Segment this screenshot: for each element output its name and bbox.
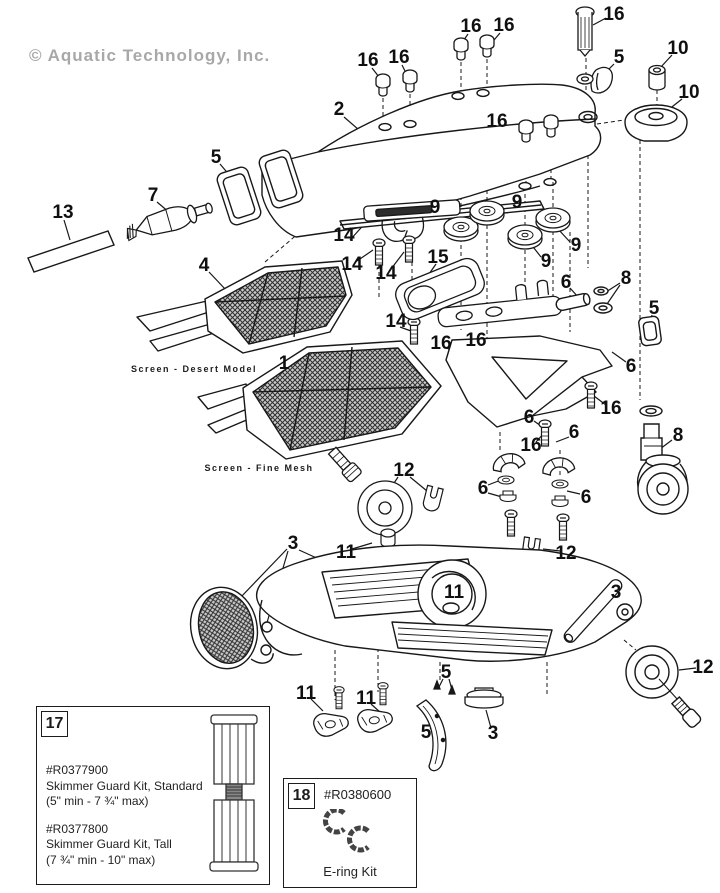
callout-5: 5: [440, 662, 452, 683]
hose-fitting-part-7: [126, 202, 213, 242]
callout-10: 10: [667, 38, 689, 59]
kit-18-caption: E-ring Kit: [323, 864, 377, 879]
callout-3: 3: [610, 582, 622, 603]
callout-4: 4: [198, 255, 210, 276]
callout-5: 5: [613, 47, 625, 68]
triangle-frame-6: [445, 286, 662, 447]
callout-6: 6: [477, 478, 489, 499]
callout-3: 3: [487, 723, 499, 744]
rear-wheel-12: [625, 645, 702, 728]
callout-13: 13: [52, 202, 74, 223]
kit-17-number: 17: [41, 711, 68, 737]
callout-16: 16: [430, 333, 452, 354]
callout-16: 16: [357, 50, 379, 71]
callout-11: 11: [355, 688, 377, 709]
kit-17-range-2: (7 ¾" min - 10" max): [46, 852, 156, 867]
kit-18-number: 18: [288, 783, 315, 809]
kit-17-part-number-1: #R0377900: [46, 763, 109, 777]
callout-8: 8: [620, 268, 632, 289]
callout-11: 11: [443, 582, 465, 603]
callout-6: 6: [580, 487, 592, 508]
kit-box-18: 18 #R0380600 E-ring Kit: [283, 778, 417, 888]
screen-4-desert: [136, 260, 353, 354]
lower-body-3: [189, 544, 642, 670]
callout-14: 14: [333, 225, 355, 246]
e-ring-drawing: [323, 809, 370, 853]
callout-16: 16: [520, 435, 542, 456]
callout-11: 11: [295, 683, 317, 704]
caster-wheel-8: [636, 405, 689, 515]
callout-16: 16: [460, 16, 482, 37]
arm-bracket-6: [437, 279, 563, 373]
kit-box-17: 17 #R0377900 Skimmer Guard Kit, Standard…: [36, 706, 270, 885]
kit-17-name-1: Skimmer Guard Kit, Standard: [46, 778, 203, 793]
kit-17-range-1: (5" min - 7 ¾" max): [46, 794, 149, 809]
callout-8: 8: [672, 425, 684, 446]
kit-17-text: #R0377900 Skimmer Guard Kit, Standard (5…: [46, 763, 203, 869]
kit-17-part-number-2: #R0377800: [46, 821, 109, 836]
callout-6: 6: [568, 422, 580, 443]
callout-12: 12: [692, 657, 714, 678]
callout-9: 9: [540, 251, 552, 272]
wheel-disc-10: [624, 104, 688, 142]
callout-16: 16: [600, 398, 622, 419]
callout-16: 16: [493, 15, 515, 36]
latch-assembly-14: [363, 199, 461, 345]
pivot-hardware-6: [492, 453, 576, 541]
callout-6: 6: [523, 407, 535, 428]
callout-14: 14: [385, 311, 407, 332]
callout-10: 10: [678, 82, 700, 103]
rod-part-13: [27, 230, 115, 273]
callout-5: 5: [420, 722, 432, 743]
caption-screen-desert: Screen - Desert Model: [130, 364, 258, 374]
callout-16: 16: [465, 330, 487, 351]
bushing-10: [648, 64, 666, 91]
axle-rod-3: [563, 579, 623, 643]
callout-14: 14: [375, 263, 397, 284]
callout-16: 16: [486, 111, 508, 132]
callout-1: 1: [278, 353, 290, 374]
float-tray-15: [395, 257, 485, 321]
screen-1-fine-mesh: [197, 340, 442, 460]
callout-16: 16: [388, 47, 410, 68]
callout-16: 16: [603, 4, 625, 25]
callout-2: 2: [333, 99, 345, 120]
kit-17-name-2: Skimmer Guard Kit, Tall: [46, 837, 172, 852]
callout-9: 9: [429, 197, 441, 218]
callout-7: 7: [147, 185, 159, 206]
pulley-group-12: [327, 446, 541, 564]
callout-3: 3: [287, 533, 299, 554]
callout-12: 12: [393, 460, 415, 481]
callout-9: 9: [570, 235, 582, 256]
callout-5: 5: [648, 298, 660, 319]
callout-15: 15: [427, 247, 449, 268]
caption-screen-fine: Screen - Fine Mesh: [204, 463, 314, 473]
skimmer-guard-drawing: [209, 714, 259, 872]
watermark: © Aquatic Technology, Inc.: [29, 46, 271, 65]
callout-6: 6: [560, 272, 572, 293]
snout-gaskets-part-5: [216, 149, 304, 226]
callout-9: 9: [511, 192, 523, 213]
bottom-hardware: [311, 679, 504, 772]
callout-6: 6: [625, 356, 637, 377]
callout-11: 11: [335, 542, 357, 563]
retainer-clip-5-top: [576, 66, 613, 94]
kit-18-part-number: #R0380600: [324, 787, 392, 802]
callout-5: 5: [210, 147, 222, 168]
hinge-pin-16: [575, 6, 595, 58]
callout-14: 14: [341, 254, 363, 275]
callout-12: 12: [555, 543, 577, 564]
